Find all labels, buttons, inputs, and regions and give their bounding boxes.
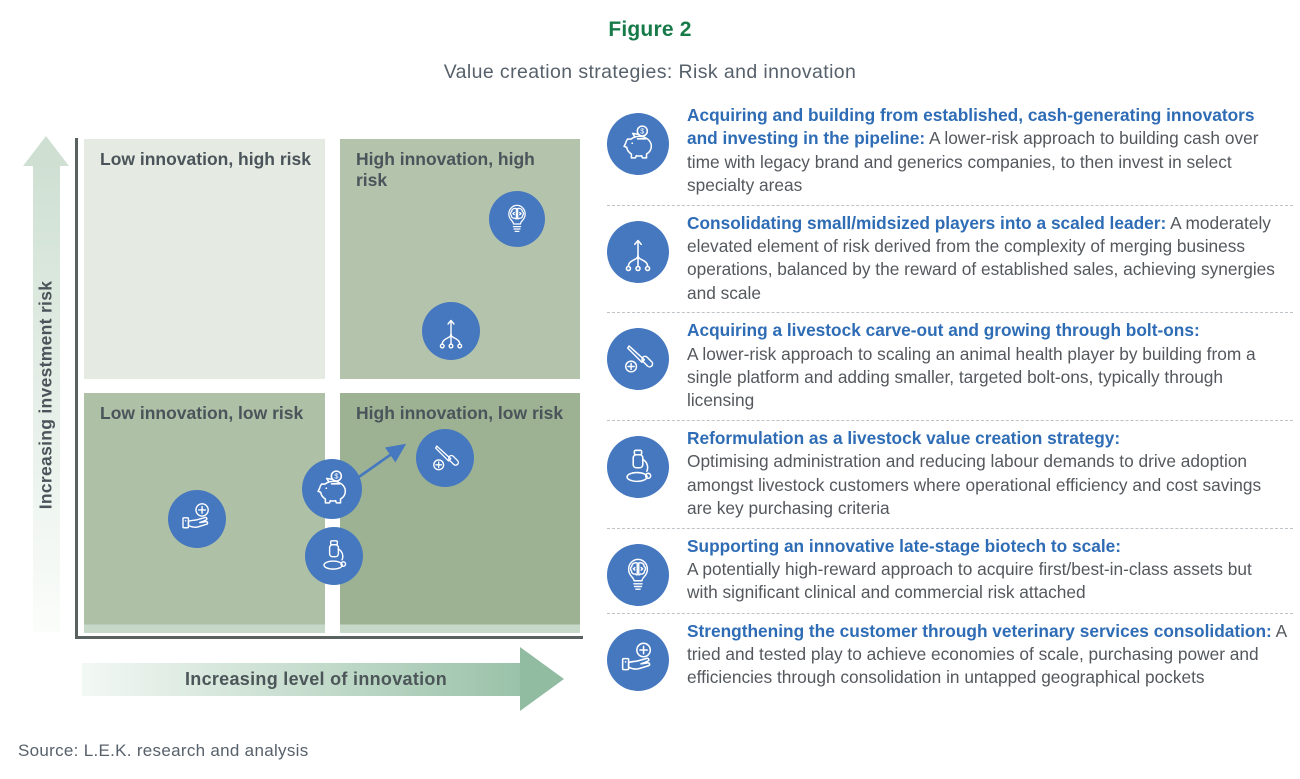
legend-item: Strengthening the customer through veter… <box>607 614 1293 698</box>
quadrant-high-innovation-low-risk: High innovation, low risk <box>340 393 580 633</box>
legend-item: Supporting an innovative late-stage biot… <box>607 529 1293 614</box>
hand-plus-icon <box>607 628 669 691</box>
x-axis-line <box>75 636 583 639</box>
y-axis-label: Increasing investment risk <box>35 280 56 510</box>
y-axis-line <box>75 138 78 639</box>
legend-item-heading: Consolidating small/midsized players int… <box>687 212 1167 233</box>
legend-item-body: A potentially high-reward approach to ac… <box>687 558 1252 603</box>
legend-item-heading: Acquiring and building from established,… <box>687 105 1255 149</box>
figure-title: Value creation strategies: Risk and inno… <box>443 61 857 83</box>
legend-item-body: Optimising administration and reducing l… <box>687 451 1262 519</box>
hand-plus-icon <box>168 490 226 548</box>
merge-arrows-icon <box>422 302 480 360</box>
legend-item-heading: Supporting an innovative late-stage biot… <box>687 535 1122 556</box>
y-axis-arrow <box>33 164 60 632</box>
x-axis-label: Increasing level of innovation <box>184 669 448 689</box>
piggy-bank-icon <box>302 459 362 519</box>
quadrant-label: Low innovation, high risk <box>100 149 311 169</box>
y-axis-arrow-head <box>23 136 69 166</box>
legend-item: Consolidating small/midsized players int… <box>607 206 1293 314</box>
microscope-icon <box>305 527 363 585</box>
legend-item-body: A moderately elevated element of risk de… <box>687 212 1275 303</box>
piggy-bank-icon <box>607 113 669 175</box>
merge-arrows-icon <box>607 220 669 283</box>
legend-item-heading: Strengthening the customer through veter… <box>687 620 1272 641</box>
lightbulb-brain-icon <box>489 191 545 247</box>
legend-item: Acquiring a livestock carve-out and grow… <box>607 313 1293 421</box>
quadrant-label: Low innovation, low risk <box>100 403 304 423</box>
legend-item: Acquiring and building from established,… <box>607 98 1293 206</box>
source-note: Source: L.E.K. research and analysis <box>18 741 309 760</box>
scalpel-icon <box>416 429 474 487</box>
quadrant-label: High innovation, high risk <box>356 149 535 190</box>
legend: Acquiring and building from established,… <box>607 98 1293 698</box>
x-axis-arrow: Increasing level of innovation <box>82 663 520 696</box>
scalpel-icon <box>607 328 669 391</box>
legend-item-heading: Reformulation as a livestock value creat… <box>687 427 1121 448</box>
legend-item-body: A lower-risk approach to building cash o… <box>687 128 1259 196</box>
lightbulb-brain-icon <box>607 543 669 606</box>
quadrant-label: High innovation, low risk <box>356 403 564 423</box>
microscope-icon <box>607 435 669 498</box>
quadrant-low-innovation-high-risk: Low innovation, high risk <box>84 139 325 379</box>
legend-item-body: A lower-risk approach to scaling an anim… <box>687 343 1256 411</box>
trend-arrow <box>355 443 407 481</box>
legend-item-body: A tried and tested play to achieve econo… <box>687 620 1287 688</box>
x-axis-arrow-head <box>520 647 564 711</box>
legend-item: Reformulation as a livestock value creat… <box>607 421 1293 529</box>
legend-item-heading: Acquiring a livestock carve-out and grow… <box>687 320 1200 341</box>
figure-label: Figure 2 <box>608 18 692 41</box>
